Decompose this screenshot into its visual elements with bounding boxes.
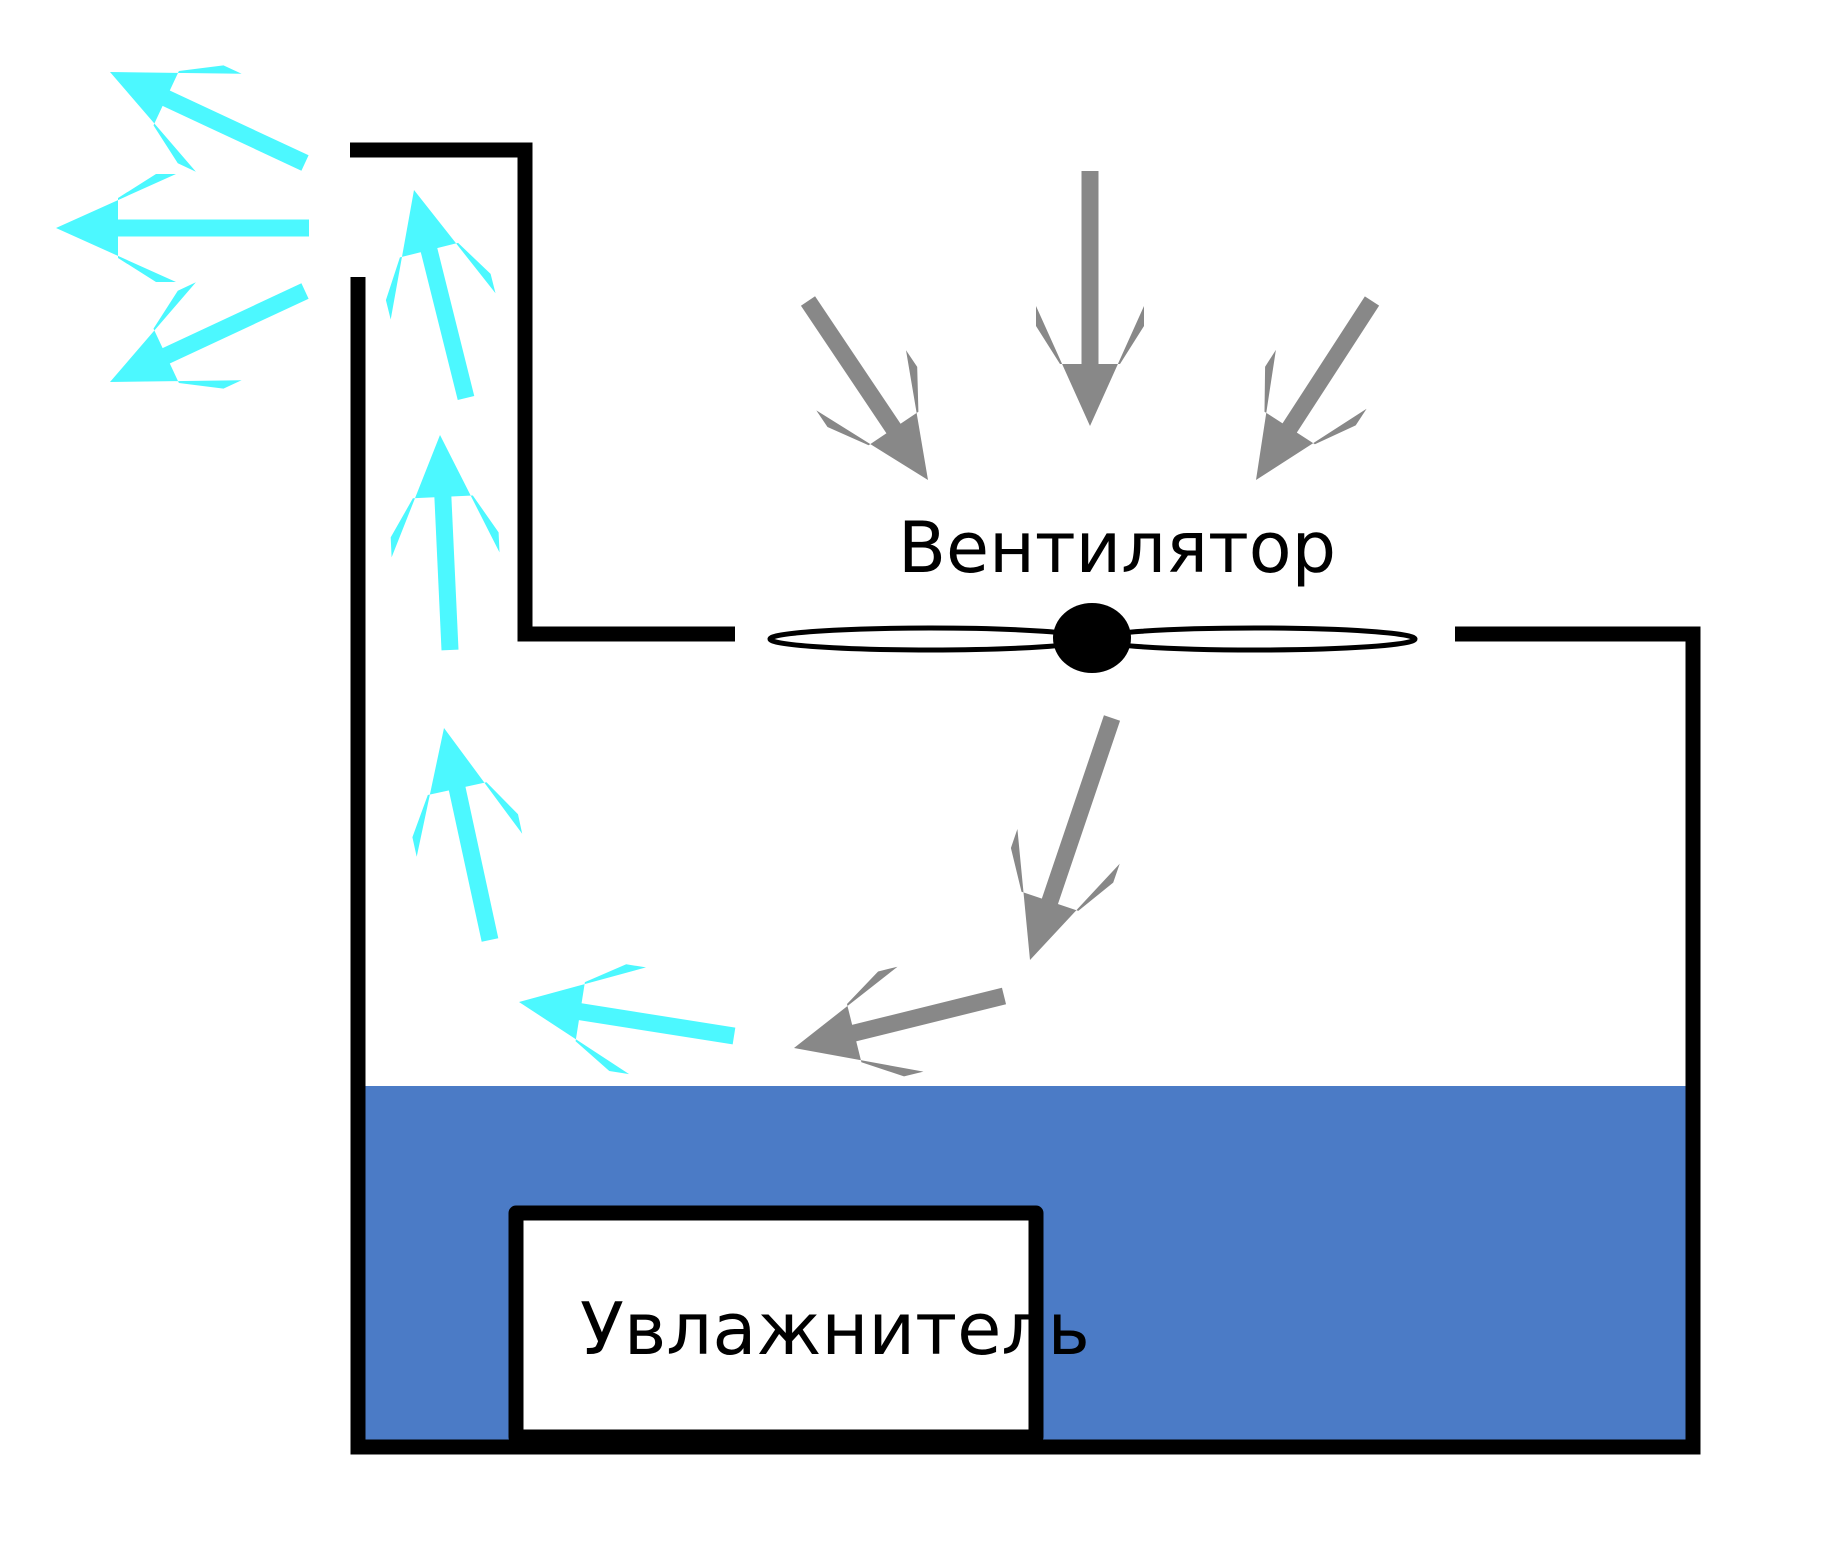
- humid-air-arrow-bottom-head: [519, 964, 646, 1075]
- humidifier-label: Увлажнитель: [580, 1287, 1090, 1371]
- humid-air-arrow-out-upper: [110, 65, 309, 172]
- humidifier-box: [508, 1205, 1044, 1445]
- fan-icon: [767, 603, 1418, 673]
- humid-air-arrow-out-upper-shaft: [155, 87, 309, 171]
- humid-air-arrow-rise-2: [390, 435, 500, 651]
- fan-blade-left: [767, 625, 1093, 653]
- humid-air-arrow-out-lower: [110, 282, 309, 389]
- humid-air-arrow-rise-3-shaft: [418, 240, 475, 401]
- dry-air-arrow-center: [1036, 171, 1144, 426]
- humid-air-arrow-rise-3: [385, 190, 496, 401]
- fan-label: Вентилятор: [898, 507, 1336, 589]
- duct-top-outline: [350, 142, 735, 642]
- dry-air-arrow-center-head: [1036, 306, 1144, 426]
- dry-air-arrow-right-shaft: [1278, 296, 1380, 440]
- humid-air-arrow-out-lower-shaft: [155, 283, 309, 367]
- dry-air-arrow-left: [800, 296, 928, 480]
- dry-air-arrow-toward-left: [794, 966, 1007, 1077]
- dry-air-arrow-left-shaft: [800, 296, 905, 440]
- humid-air-arrow-rise-2-shaft: [434, 488, 459, 651]
- humid-air-arrow-bottom: [519, 964, 736, 1075]
- container-outline: [350, 142, 1701, 1455]
- humid-air-arrow-rise-1-head: [412, 728, 523, 857]
- dry-air-arrow-left-head: [816, 350, 928, 480]
- tank-outline: [350, 277, 1701, 1455]
- humid-air-arrow-out-upper-head: [110, 65, 242, 172]
- dry-air-arrow-down-head: [1010, 829, 1120, 960]
- dry-air-arrow-toward-left-head: [794, 966, 924, 1077]
- humid-air-arrow-rise-2-head: [390, 435, 500, 558]
- dry-air-arrow-down: [1010, 715, 1121, 960]
- fan-blade-right: [1092, 625, 1418, 653]
- dry-air-arrows: [794, 171, 1380, 1077]
- humid-air-arrow-rise-3-head: [385, 190, 496, 320]
- dry-air-arrow-right-head: [1256, 349, 1367, 480]
- humid-air-arrow-rise-1-shaft: [447, 778, 499, 942]
- fan-hub: [1053, 603, 1131, 673]
- dry-air-arrow-right: [1256, 296, 1380, 480]
- humid-air-arrows: [56, 65, 736, 1075]
- humid-air-arrow-rise-1: [412, 728, 523, 942]
- humid-air-arrow-bottom-shaft: [571, 1002, 736, 1045]
- humid-air-arrow-out-middle: [56, 174, 309, 282]
- dry-air-arrow-toward-left-shaft: [844, 987, 1007, 1044]
- humid-air-arrow-out-lower-head: [110, 282, 242, 389]
- dry-air-arrow-down-shaft: [1039, 715, 1121, 912]
- humid-air-arrow-out-middle-head: [56, 174, 176, 282]
